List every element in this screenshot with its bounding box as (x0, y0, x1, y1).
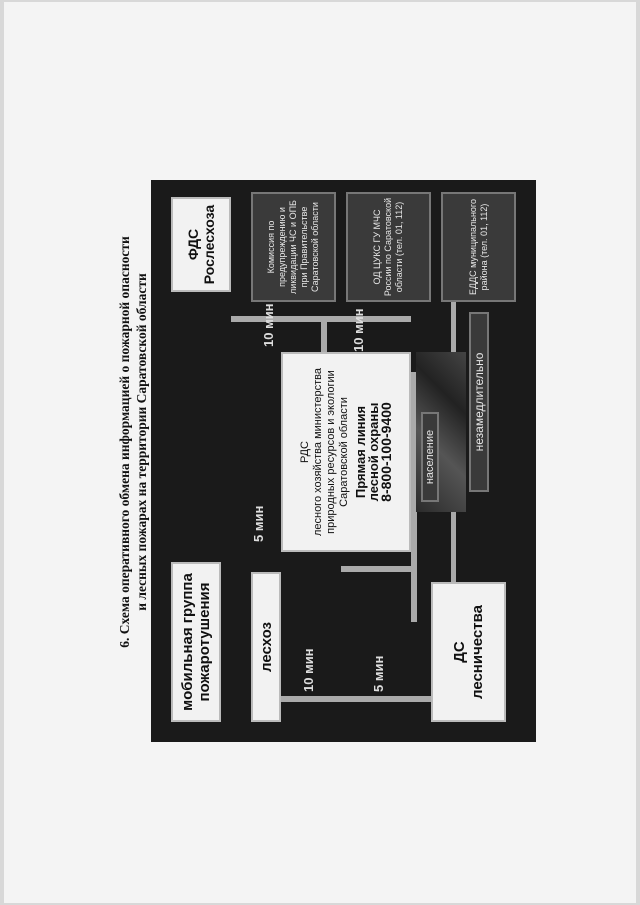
time-label-10min-right: 10 мин (351, 308, 366, 352)
rds-desc: лесного хозяйства министерства природных… (312, 367, 350, 537)
connector (341, 566, 411, 572)
document-title: 6. Схема оперативного обмена информацией… (116, 2, 150, 882)
ds-forestry-box: ДС лесничества (431, 582, 506, 722)
population-label: население (421, 412, 439, 502)
immediately-label: незамедлительно (469, 312, 489, 492)
edds-box: ЕДДС муниципального района (тел. 01, 112… (441, 192, 516, 302)
connector (281, 696, 431, 702)
time-label-10min-top: 10 мин (261, 303, 276, 347)
fds-box: ФДС Рослесхоза (171, 197, 231, 292)
document-page: 158 6. Схема оперативного обмена информа… (4, 2, 636, 903)
ds-label: ДС (450, 641, 468, 663)
commission-box: Комиссия по предупреждению и ликвидации … (251, 192, 336, 302)
time-label-5min-left: 5 мин (371, 655, 386, 692)
title-line-1: 6. Схема оперативного обмена информацией… (117, 236, 132, 648)
rds-box: РДС лесного хозяйства министерства приро… (281, 352, 411, 552)
diagram-canvas: мобильная группа пожаротушения лесхоз ДС… (151, 180, 536, 742)
time-label-10min-left: 10 мин (301, 648, 316, 692)
info-exchange-diagram: мобильная группа пожаротушения лесхоз ДС… (151, 180, 536, 742)
mobile-group-box: мобильная группа пожаротушения (171, 562, 221, 722)
forestry-label: лесничества (468, 605, 486, 700)
time-label-5min-mid: 5 мин (251, 505, 266, 542)
rds-title: РДС (299, 441, 311, 463)
hotline-phone: 8-800-100-9400 (378, 402, 394, 502)
fds-label: ФДС (185, 228, 201, 261)
leskhoz-box: лесхоз (251, 572, 281, 722)
emercom-box: ОД ЦУКС ГУ МЧС России по Саратовской обл… (346, 192, 431, 302)
title-line-2: и лесных пожарах на территории Саратовск… (134, 273, 149, 611)
rosleskhoz-label: Рослесхоза (201, 204, 217, 285)
